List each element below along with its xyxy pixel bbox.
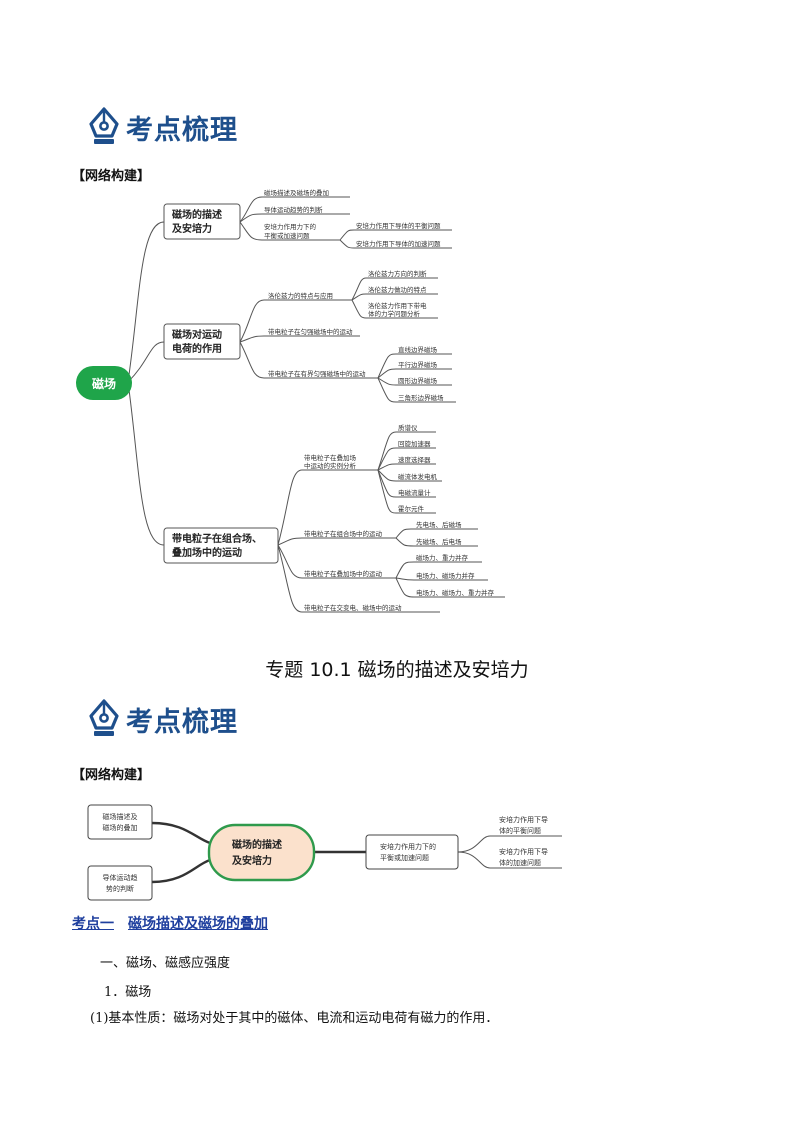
branch2-line2: 电荷的作用: [172, 342, 222, 355]
leaf-text: 质谱仪: [398, 423, 418, 432]
left-node2-line1: 导体运动趋: [103, 873, 138, 882]
leaf-text: 洛伦兹力做功的特点: [368, 285, 427, 294]
leaf-text: 带电粒子在交变电、磁场中的运动: [304, 603, 402, 612]
leaf-text: 磁流体发电机: [398, 472, 438, 481]
topic-right-node: 安培力作用力下的 平衡或加速问题: [365, 834, 459, 870]
kaodian-label: 考点一: [72, 916, 114, 932]
heading-title: 考点梳理: [126, 706, 238, 738]
kaodian-heading: 考点一磁场描述及磁场的叠加: [72, 913, 282, 933]
leaf-text: 平衡或加速问题: [264, 231, 310, 240]
leaf-text: 磁场力、重力并存: [416, 553, 469, 562]
section-heading: 考点梳理: [88, 105, 238, 149]
body-paragraph: (1)基本性质：磁场对处于其中的磁体、电流和运动电荷有磁力的作用．: [90, 1011, 499, 1026]
branch-node-2: 磁场对运动 电荷的作用: [163, 323, 241, 360]
left-node2-line2: 势的判断: [106, 884, 134, 893]
left-node1-line2: 磁场的叠加: [103, 823, 138, 832]
leaf-text: 电场力、磁场力并存: [416, 571, 475, 580]
topic-left-node-1: 磁场描述及 磁场的叠加: [87, 804, 153, 840]
leaf-text: 导体运动趋势的判断: [264, 205, 323, 214]
leaf-text: 带电粒子在匀强磁场中的运动: [268, 327, 353, 336]
branch3-line1: 带电粒子在组合场、: [172, 532, 262, 545]
right-node-line2: 平衡或加速问题: [380, 853, 429, 862]
leaf-text: 安培力作用下导: [499, 847, 548, 856]
leaf-text: 洛伦兹力方向的判断: [368, 269, 427, 278]
leaf-text: 洛伦兹力的特点与应用: [268, 291, 333, 300]
leaf-text: 带电粒子在组合场中的运动: [304, 529, 383, 538]
leaf-text: 回旋加速器: [398, 439, 431, 448]
root-label: 磁场: [91, 376, 116, 391]
kaodian-title: 磁场描述及磁场的叠加: [128, 916, 268, 932]
leaf-text: 体的加速问题: [499, 858, 541, 867]
network-label: 【网络构建】: [72, 768, 151, 783]
heading-title: 考点梳理: [126, 114, 238, 146]
leaf-text: 安培力作用力下的: [264, 222, 317, 231]
topic-left-node-2: 导体运动趋 势的判断: [87, 865, 153, 901]
center-line2: 及安培力: [232, 854, 272, 867]
leaf-text: 安培力作用下导: [499, 815, 548, 824]
leaf-text: 三角形边界磁场: [398, 393, 444, 402]
leaf-text: 安培力作用下导体的加速问题: [356, 239, 441, 248]
leaf-text: 圆形边界磁场: [398, 376, 438, 385]
leaf-text: 直线边界磁场: [398, 345, 438, 354]
left-node1-line1: 磁场描述及: [103, 812, 138, 821]
leaf-text: 先磁场、后电场: [416, 537, 462, 546]
leaf-text: 霍尔元件: [398, 504, 425, 513]
pen-nib-icon: [89, 699, 119, 736]
leaf-text: 洛伦兹力作用下带电: [368, 301, 427, 310]
leaf-text: 电场力、磁场力、重力并存: [416, 588, 495, 597]
leaf-text: 带电粒子在叠加场: [304, 453, 357, 462]
leaf-text: 中运动的实例分析: [304, 461, 357, 470]
center-line1: 磁场的描述: [232, 838, 282, 851]
leaf-text: 速度选择器: [398, 455, 431, 464]
branch1-line1: 磁场的描述: [172, 208, 222, 221]
leaf-text: 平行边界磁场: [398, 360, 438, 369]
numbered-heading: 1．磁场: [104, 985, 152, 1000]
leaf-text: 体的力学问题分析: [368, 309, 421, 318]
leaf-text: 磁场描述及磁场的叠加: [264, 188, 329, 197]
branch2-line1: 磁场对运动: [172, 328, 222, 341]
branch-node-1: 磁场的描述 及安培力: [163, 203, 241, 240]
branch-node-3: 带电粒子在组合场、 叠加场中的运动: [163, 527, 279, 564]
mindmap-root: 磁场: [76, 366, 132, 400]
leaf-text: 带电粒子在有界匀强磁场中的运动: [268, 369, 366, 378]
pen-nib-icon: [89, 107, 119, 144]
topic-center-node: 磁场的描述 及安培力: [207, 823, 316, 882]
leaf-text: 带电粒子在叠加场中的运动: [304, 569, 383, 578]
document-title: 专题 10.1 磁场的描述及安培力: [265, 659, 529, 681]
right-node-line1: 安培力作用力下的: [380, 842, 436, 851]
section-heading: 考点梳理: [88, 697, 238, 741]
leaf-text: 先电场、后磁场: [416, 520, 462, 529]
branch3-line2: 叠加场中的运动: [172, 546, 242, 559]
leaf-text: 安培力作用下导体的平衡问题: [356, 221, 441, 230]
leaf-text: 体的平衡问题: [499, 826, 541, 835]
network-label: 【网络构建】: [72, 169, 151, 184]
branch1-line2: 及安培力: [172, 222, 212, 235]
section-subheading: 一、磁场、磁感应强度: [100, 956, 231, 971]
leaf-text: 电磁流量计: [398, 488, 431, 497]
